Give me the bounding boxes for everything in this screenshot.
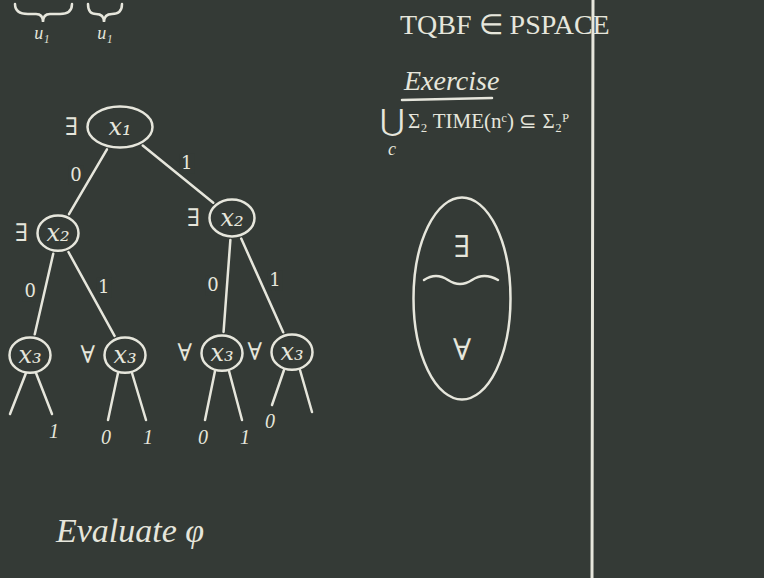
leaf-value: 1 bbox=[49, 420, 59, 442]
ellipse bbox=[414, 197, 511, 399]
board-text: ⋃ bbox=[380, 104, 405, 137]
branch-value: 0 bbox=[205, 275, 220, 295]
ellipse bbox=[202, 335, 243, 370]
brace bbox=[15, 4, 72, 22]
leaf-line bbox=[229, 371, 242, 420]
board-text: Σ₂ TIME(nᶜ) ⊆ Σ₂ᴾ bbox=[408, 110, 569, 133]
branch-value: 0 bbox=[68, 165, 83, 185]
branch-value: 1 bbox=[179, 153, 194, 173]
variable-node: ∀x₃ bbox=[103, 336, 147, 374]
variable-node: ∃x₂ bbox=[36, 214, 80, 252]
ellipse bbox=[10, 337, 51, 372]
leaf-line bbox=[132, 373, 146, 420]
quantifier: ∃ bbox=[65, 114, 78, 140]
board-text: c bbox=[388, 140, 396, 160]
quantifier: ∀ bbox=[81, 342, 95, 368]
leaf-value: 0 bbox=[265, 410, 275, 432]
variable-node: x₃ bbox=[8, 336, 52, 374]
board-text: u₁ bbox=[34, 24, 49, 44]
quantifier: ∃ bbox=[454, 230, 470, 263]
quantifier-oval: ∃∀ bbox=[412, 196, 512, 401]
tree-branch bbox=[143, 145, 214, 202]
tree-branch bbox=[68, 252, 114, 336]
leaf-line bbox=[300, 370, 312, 412]
ellipse bbox=[105, 337, 146, 372]
ellipse bbox=[210, 200, 255, 237]
board-text: Exercise bbox=[404, 66, 499, 97]
tree-branch bbox=[224, 240, 231, 332]
variable-name: x₂ bbox=[220, 205, 243, 231]
variable-name: x₃ bbox=[113, 342, 136, 368]
variable-name: x₃ bbox=[18, 342, 41, 368]
leaf-line bbox=[205, 371, 215, 420]
variable-node: ∃x₁ bbox=[86, 105, 154, 149]
quantifier: ∀ bbox=[248, 339, 262, 365]
leaf-value: 0 bbox=[198, 426, 208, 448]
caption-note: Evaluate φ bbox=[56, 512, 204, 549]
ellipse bbox=[272, 334, 313, 369]
ellipse-outline bbox=[412, 196, 512, 401]
variable-name: x₁ bbox=[108, 114, 131, 140]
leaf-value: 1 bbox=[240, 426, 250, 448]
branch-value: 1 bbox=[96, 277, 111, 297]
tree-branch bbox=[69, 149, 107, 214]
quantifier: ∃ bbox=[15, 220, 28, 246]
wavy-line bbox=[424, 276, 498, 284]
quantifier: ∀ bbox=[453, 333, 471, 366]
leaf-value: 0 bbox=[101, 426, 111, 448]
leaf-line bbox=[36, 373, 52, 414]
board-text: u₁ bbox=[97, 24, 112, 44]
ellipse bbox=[38, 215, 79, 250]
branch-value: 0 bbox=[23, 281, 38, 301]
ellipse bbox=[88, 107, 153, 148]
underline bbox=[402, 98, 492, 100]
variable-node: ∀x₃ bbox=[200, 334, 244, 372]
board-text: TQBF ∈ PSPACE bbox=[400, 10, 610, 41]
variable-name: x₃ bbox=[280, 339, 303, 365]
variable-node: ∃x₂ bbox=[208, 198, 256, 238]
quantifier: ∀ bbox=[178, 340, 192, 366]
leaf-value: 1 bbox=[143, 426, 153, 448]
leaf-line bbox=[272, 370, 284, 405]
branch-value: 1 bbox=[267, 270, 282, 290]
variable-name: x₂ bbox=[46, 220, 69, 246]
leaf-line bbox=[108, 373, 118, 420]
divider-line bbox=[592, 0, 593, 578]
brace bbox=[88, 4, 122, 22]
quantifier: ∃ bbox=[187, 205, 200, 231]
variable-node: ∀x₃ bbox=[270, 333, 314, 371]
variable-name: x₃ bbox=[210, 340, 233, 366]
tree-branch bbox=[241, 239, 283, 333]
leaf-line bbox=[10, 373, 26, 414]
